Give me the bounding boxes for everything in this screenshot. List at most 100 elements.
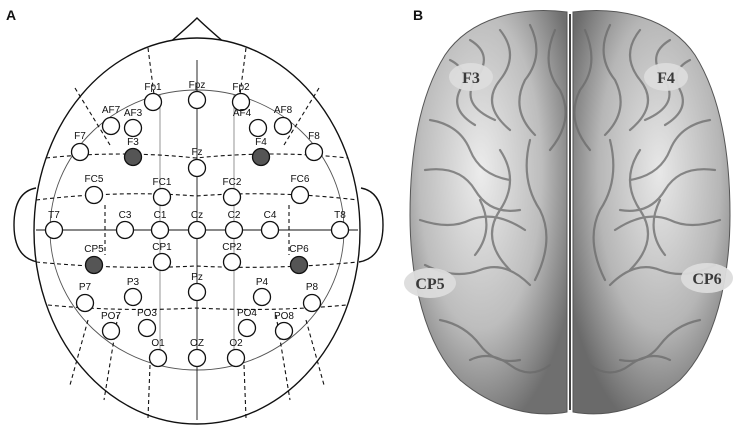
electrode-label: O2 xyxy=(229,338,243,349)
electrode-label: P7 xyxy=(79,282,92,293)
gyrus-line xyxy=(602,23,622,137)
electrode-cp5: CP5 xyxy=(84,244,104,275)
electrode-circle xyxy=(101,321,121,341)
electrode-label: O1 xyxy=(151,338,165,349)
electrode-circle xyxy=(274,321,294,341)
electrode-label: F3 xyxy=(127,137,139,148)
electrode-pz: Pz xyxy=(187,272,207,302)
electrode-label: FC1 xyxy=(153,177,172,188)
electrode-c4: C4 xyxy=(260,210,280,240)
electrode-p4: P4 xyxy=(252,277,272,307)
electrode-fc2: FC2 xyxy=(222,177,242,207)
electrode-fc5: FC5 xyxy=(84,174,104,205)
left-hemisphere xyxy=(409,10,568,415)
electrode-circle xyxy=(273,116,293,136)
electrode-fpz: Fpz xyxy=(187,80,207,110)
gyrus-line xyxy=(628,118,712,182)
electrode-circle xyxy=(44,220,64,240)
electrode-label: AF3 xyxy=(124,108,143,119)
electrode-label: T8 xyxy=(334,210,346,221)
electrode-label: C1 xyxy=(154,210,167,221)
electrode-label: F8 xyxy=(308,131,320,142)
gyrus-line xyxy=(652,198,667,257)
svg-text:CP5: CP5 xyxy=(415,276,444,293)
gyrus-line xyxy=(518,23,538,137)
electrode-label: Pz xyxy=(191,272,203,283)
electrode-label: P3 xyxy=(127,277,140,288)
electrode-o2: O2 xyxy=(226,338,246,368)
electrode-circle xyxy=(252,287,272,307)
right-hemisphere xyxy=(572,10,731,415)
electrode-label: OZ xyxy=(190,338,204,349)
electrode-p7: P7 xyxy=(75,282,95,313)
brain-label-cp6: CP6 xyxy=(681,263,733,293)
electrode-t7: T7 xyxy=(44,210,64,240)
electrode-circle xyxy=(248,118,268,138)
svg-text:F3: F3 xyxy=(462,70,480,87)
electrode-af3: AF3 xyxy=(124,108,143,138)
dashed-line xyxy=(305,319,325,386)
gyrus-line xyxy=(613,215,722,232)
electrode-fc1: FC1 xyxy=(153,177,172,207)
electrode-circle xyxy=(222,252,242,272)
gyrus-line xyxy=(618,318,702,363)
electrode-f8: F8 xyxy=(304,131,324,162)
gyrus-line xyxy=(423,168,522,212)
electrode-circle xyxy=(187,158,207,178)
gyrus-line xyxy=(418,215,527,232)
electrode-label: AF4 xyxy=(233,108,252,119)
electrode-f7: F7 xyxy=(70,131,90,162)
electrode-po7: PO7 xyxy=(101,311,121,341)
electrode-label: P8 xyxy=(306,282,319,293)
right-ear xyxy=(358,187,384,263)
electrode-circle xyxy=(152,252,172,272)
electrode-label: CP5 xyxy=(84,244,104,255)
electrode-label: CP6 xyxy=(289,244,309,255)
electrode-f3: F3 xyxy=(123,137,143,167)
electrode-label: PO3 xyxy=(137,308,157,319)
electrode-label: C3 xyxy=(119,210,132,221)
gyrus-line xyxy=(592,138,615,282)
gyrus-line xyxy=(573,28,593,152)
electrode-circle xyxy=(187,90,207,110)
electrode-circle xyxy=(224,220,244,240)
electrode-c2: C2 xyxy=(224,210,244,240)
electrode-circle xyxy=(84,185,104,205)
electrode-label: Fp2 xyxy=(232,82,250,93)
electrode-label: Fpz xyxy=(189,80,206,91)
electrode-circle xyxy=(304,142,324,162)
electrode-po3: PO3 xyxy=(137,308,157,338)
electrode-label: F4 xyxy=(255,137,267,148)
svg-text:CP6: CP6 xyxy=(692,271,721,288)
electrode-label: FC2 xyxy=(223,177,242,188)
electrode-label: CP2 xyxy=(222,242,242,253)
electrode-t8: T8 xyxy=(330,210,350,240)
electrode-circle xyxy=(148,348,168,368)
gyrus-line xyxy=(468,354,552,374)
panel-label-b: B xyxy=(413,7,423,23)
electrode-o1: O1 xyxy=(148,338,168,368)
electrode-f4: F4 xyxy=(251,137,271,167)
electrode-fp1: Fp1 xyxy=(143,82,163,112)
electrode-fz: Fz xyxy=(187,147,207,178)
brain-label-f4: F4 xyxy=(644,63,688,91)
electrode-circle xyxy=(231,92,251,112)
gyrus-line xyxy=(473,198,488,257)
electrode-af4: AF4 xyxy=(233,108,268,138)
gyrus-line xyxy=(618,168,717,212)
electrode-circle xyxy=(222,187,242,207)
dashed-line xyxy=(243,364,247,419)
brain-image: F3 F4 CP5 CP6 xyxy=(404,10,733,415)
dashed-line xyxy=(45,153,349,159)
dashed-line xyxy=(47,304,347,310)
gyrus-line xyxy=(490,28,512,132)
electrode-circle xyxy=(150,220,170,240)
electrode-label: FC5 xyxy=(85,174,104,185)
panel-label-a: A xyxy=(6,7,16,23)
dashed-line xyxy=(69,319,89,386)
electrode-po8: PO8 xyxy=(274,311,294,341)
electrode-label: PO4 xyxy=(237,308,257,319)
electrode-circle xyxy=(290,185,310,205)
